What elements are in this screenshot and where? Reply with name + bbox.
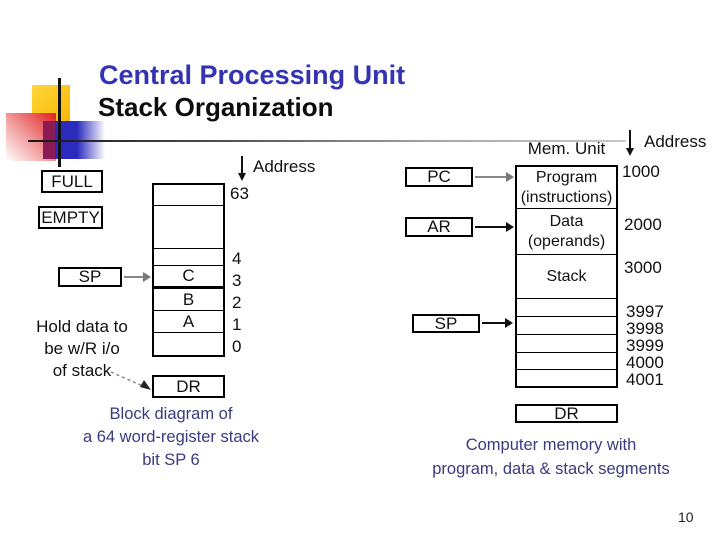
program-segment-line2: (instructions) [520, 188, 613, 206]
address-register-box: AR [405, 217, 473, 237]
memory-segment-data: Data (operands) [517, 209, 616, 255]
page-subtitle: Stack Organization [98, 92, 334, 122]
stack-cell-c: C [154, 266, 223, 289]
stack-address-2: 2 [232, 293, 242, 312]
stack-segment-label: Stack [546, 267, 587, 285]
right-address-heading: Address [644, 132, 707, 151]
right-caption-line1: Computer memory with [465, 436, 637, 454]
memory-address-3997: 3997 [626, 302, 664, 321]
left-caption-line2: a 64 word-register stack [82, 428, 260, 446]
data-register-box-right: DR [515, 404, 618, 423]
stack-address-3: 3 [232, 271, 242, 290]
stack-address-63: 63 [230, 184, 249, 203]
left-caption: Block diagram of a 64 word-register stac… [55, 403, 287, 472]
logo-vertical-line [58, 78, 61, 167]
stack-address-1: 1 [232, 315, 242, 334]
hold-data-note: Hold data to be w/R i/o of stack [20, 316, 144, 382]
memory-segment-program: Program (instructions) [517, 167, 616, 209]
hold-data-note-line2: be w/R i/o [44, 339, 120, 358]
stack-pointer-box: SP [58, 267, 122, 287]
stack-cell-gap [154, 206, 223, 249]
pc-arrow [475, 172, 514, 182]
memory-segment-stack: Stack [517, 255, 616, 299]
memory-row-3997 [517, 299, 616, 317]
memory-address-2000: 2000 [624, 215, 662, 234]
register-stack: C B A [152, 183, 225, 357]
stack-pointer-box-right: SP [412, 314, 480, 333]
program-segment-line1: Program [535, 168, 598, 186]
full-flag-box: FULL [41, 170, 103, 193]
right-caption: Computer memory with program, data & sta… [390, 433, 712, 481]
empty-flag-box: EMPTY [38, 206, 103, 229]
right-address-down-arrow-icon [626, 130, 634, 156]
data-segment-line2: (operands) [527, 232, 606, 250]
memory-row-4000 [517, 353, 616, 370]
memory-address-4000: 4000 [626, 353, 664, 372]
memory-address-3998: 3998 [626, 319, 664, 338]
stack-address-4: 4 [232, 249, 242, 268]
program-counter-box: PC [405, 167, 473, 187]
memory-row-3998 [517, 317, 616, 335]
data-segment-line1: Data [549, 212, 584, 230]
stack-cell-b: B [154, 289, 223, 311]
note-dashed-arrow [110, 371, 151, 390]
page-number: 10 [678, 509, 694, 525]
left-caption-line3: bit SP 6 [142, 451, 200, 469]
title-divider-line [28, 140, 626, 142]
data-register-box: DR [152, 375, 225, 398]
ar-arrow [475, 222, 514, 232]
stack-cell-a: A [154, 311, 223, 333]
mem-unit-heading: Mem. Unit [527, 139, 606, 158]
memory-row-4001 [517, 370, 616, 386]
page-title: Central Processing Unit [99, 60, 406, 90]
sp-arrow [124, 272, 151, 282]
left-address-down-arrow-icon [238, 156, 246, 181]
memory-unit: Program (instructions) Data (operands) S… [515, 165, 618, 388]
stack-cell-0 [154, 333, 223, 355]
stack-address-0: 0 [232, 337, 242, 356]
hold-data-note-line3: of stack [52, 361, 112, 380]
memory-row-3999 [517, 335, 616, 353]
stack-cell-63 [154, 185, 223, 206]
left-caption-line1: Block diagram of [109, 405, 233, 423]
memory-address-4001: 4001 [626, 370, 664, 389]
left-address-heading: Address [253, 157, 316, 176]
hold-data-note-line1: Hold data to [36, 317, 128, 336]
right-caption-line2: program, data & stack segments [432, 460, 670, 478]
sp-arrow-right [482, 318, 513, 328]
memory-address-3999: 3999 [626, 336, 664, 355]
memory-address-1000: 1000 [622, 162, 660, 181]
memory-address-3000: 3000 [624, 258, 662, 277]
stack-cell-4 [154, 249, 223, 266]
